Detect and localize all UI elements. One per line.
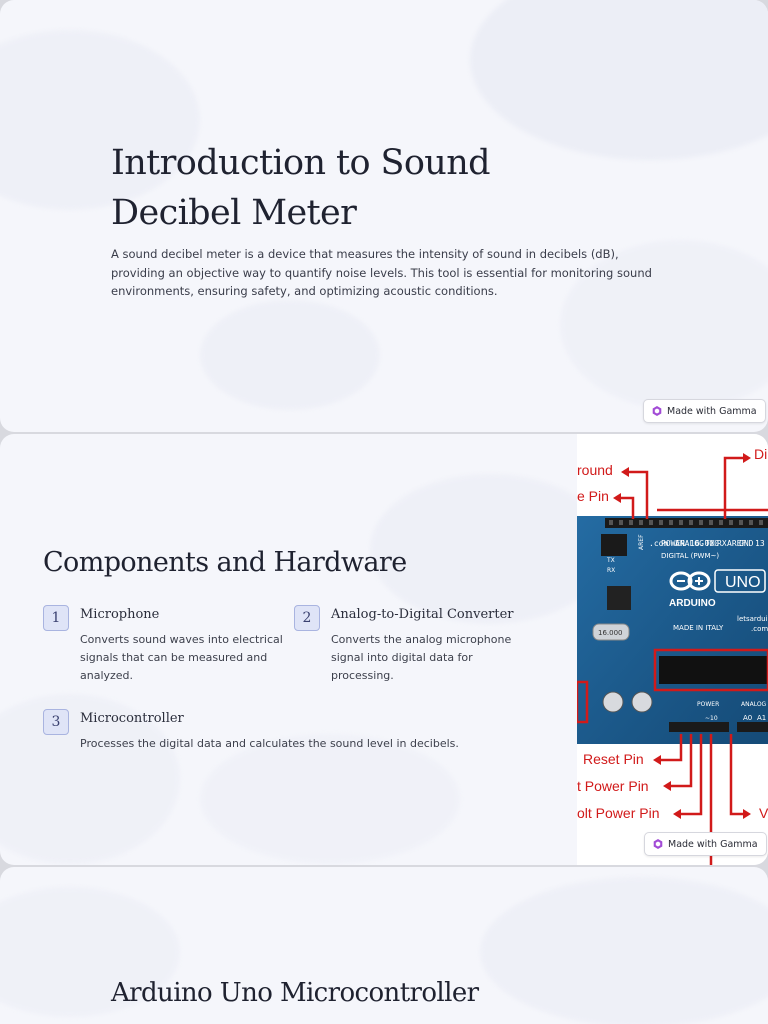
crystal-label: 16.000 (598, 629, 623, 637)
vin-label: V (759, 805, 768, 821)
background-blob (0, 30, 200, 210)
pin-5-label: 13 (755, 539, 765, 548)
pin-6-label: GND (739, 539, 754, 548)
background-blob (480, 877, 768, 1024)
uno-box (714, 569, 766, 593)
pin-13-label: .com (649, 539, 668, 548)
aref-pin-label: e Pin (577, 488, 609, 504)
power-header (669, 722, 729, 732)
pin-7-label: AREF (727, 539, 746, 548)
gamma-logo-icon (652, 406, 662, 416)
background-blob (0, 694, 180, 864)
power-pin-label: t Power Pin (577, 778, 649, 794)
background-blob (560, 240, 768, 410)
badge-label: Made with Gamma (667, 405, 757, 417)
background-blob (470, 0, 768, 160)
microcontroller-highlight (653, 648, 768, 692)
pin-9-label: TX (705, 539, 715, 548)
item-number: 3 (43, 709, 69, 735)
analog-label: ANALOG (741, 701, 767, 708)
a0-label: A0 (743, 714, 752, 722)
item-text: Processes the digital data and calculate… (80, 737, 459, 750)
dotcom-text: .com (751, 625, 768, 633)
arduino-pinout-image: .com POWER ANALOG 16.000 TX RX AREF GND … (575, 434, 768, 865)
item-text: Converts sound waves into electrical sig… (80, 633, 283, 682)
pin-12-label: POWER (661, 539, 685, 548)
slide-title: Components and Hardware (43, 547, 407, 578)
usb-chip (607, 586, 631, 610)
item-title: Microphone (80, 607, 160, 622)
arduino-text: ARDUINO (669, 598, 716, 609)
tx-label: TX (606, 557, 615, 564)
item-number: 1 (43, 605, 69, 631)
background-blob (200, 300, 380, 410)
arduino-logo (669, 571, 711, 591)
arduino-board-illustration: .com POWER ANALOG 16.000 TX RX AREF GND … (575, 446, 768, 865)
a1-label: A1 (757, 714, 766, 722)
background-blob (370, 474, 610, 624)
background-blob (0, 887, 180, 1017)
made-with-gamma-badge[interactable]: Made with Gamma (644, 832, 767, 856)
rx-label: RX (607, 567, 615, 574)
capacitor (602, 691, 624, 713)
pin-10-label: 16.000 (690, 539, 719, 548)
item-text: Converts the analog microphone signal in… (331, 633, 512, 682)
capacitor (631, 691, 653, 713)
item-title: Analog-to-Digital Converter (331, 607, 514, 622)
digital-header (605, 518, 768, 528)
gamma-logo-icon (653, 839, 663, 849)
made-with-gamma-badge[interactable]: Made with Gamma (643, 399, 766, 423)
slide-title: Arduino Uno Microcontroller (111, 978, 479, 1008)
slide-components: Components and Hardware 1 Microphone Con… (0, 434, 768, 865)
item-number: 2 (294, 605, 320, 631)
reset-pin-label: Reset Pin (583, 751, 644, 767)
badge-label: Made with Gamma (668, 838, 758, 850)
made-in-italy-text: MADE IN ITALY (673, 624, 724, 632)
pin-11-label: ANALOG (675, 539, 704, 548)
digital-pwm-label: DIGITAL (PWM~) (661, 552, 719, 560)
crystal (592, 623, 630, 641)
analog-header (737, 722, 768, 732)
pin-8-label: RX (717, 539, 727, 548)
gnd-label: ~10 (705, 715, 718, 722)
slide-description: A sound decibel meter is a device that m… (111, 247, 652, 298)
atmega-chip (659, 656, 768, 684)
power-jack-highlight (575, 680, 589, 724)
slide-arduino: Arduino Uno Microcontroller (0, 867, 768, 1024)
item-title: Microcontroller (80, 711, 184, 726)
slide-title: Introduction to Sound Decibel Meter (111, 143, 491, 233)
letsarduino-text: letsarduin (737, 615, 768, 623)
ground-label: round (577, 462, 613, 478)
uno-text: UNO (725, 574, 761, 591)
arrow-heads (613, 453, 751, 819)
aref-label: AREF (638, 534, 645, 550)
icsp-header (601, 534, 627, 556)
power-label: POWER (697, 701, 719, 708)
slide-intro: Introduction to Sound Decibel Meter A so… (0, 0, 768, 432)
background-blob (200, 734, 460, 864)
volt-power-pin-label: olt Power Pin (577, 805, 659, 821)
digital-pins-label: Di (754, 446, 767, 462)
